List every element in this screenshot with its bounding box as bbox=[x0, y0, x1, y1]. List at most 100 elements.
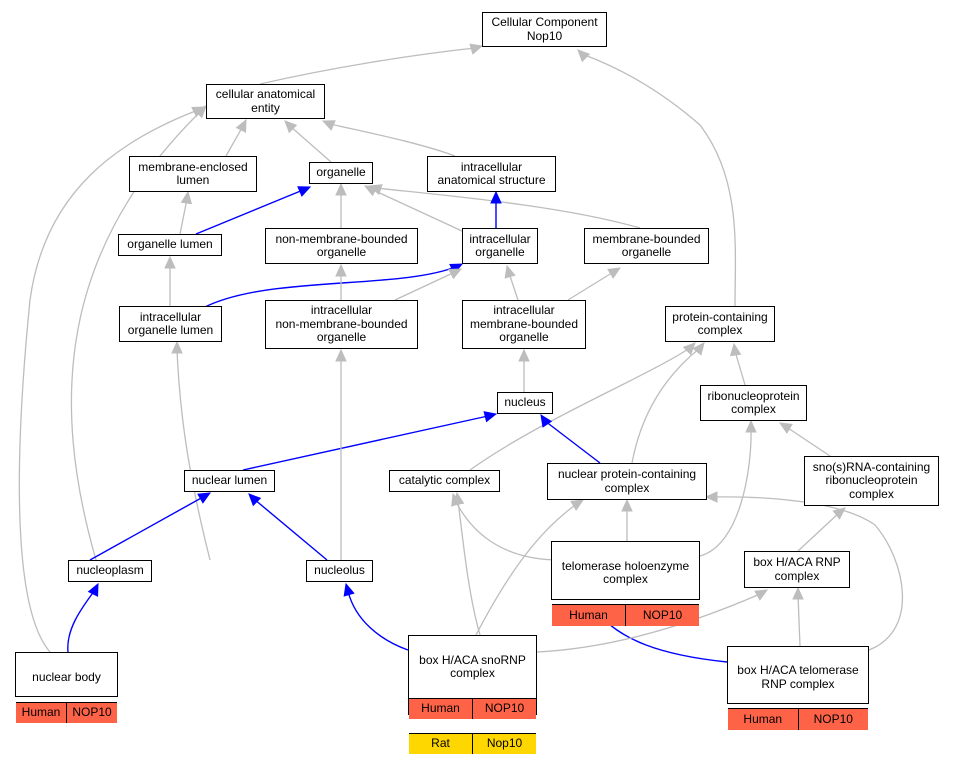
node-nuclear-body[interactable]: nuclear body Human NOP10 bbox=[15, 652, 118, 723]
annotation-row: Human NOP10 bbox=[16, 702, 117, 723]
species-cell: Human bbox=[569, 607, 608, 622]
edge-nl-to-nucleus-arrowhead bbox=[483, 411, 498, 423]
node-non-membrane-bounded-organelle[interactable]: non-membrane-bounded organelle bbox=[265, 228, 418, 264]
term-label: telomerase holoenzyme complex bbox=[552, 555, 699, 591]
edge-pcc-to-cc-arrowhead bbox=[577, 49, 591, 63]
node-snorna-containing-rnp-complex[interactable]: sno(s)RNA-containing ribonucleoprotein c… bbox=[804, 456, 939, 506]
edge-nucleolus-to-nl bbox=[253, 498, 328, 561]
term-label: nuclear body bbox=[16, 666, 117, 689]
annotation-row: Human NOP10 bbox=[409, 698, 536, 719]
edge-the-to-rnp bbox=[699, 427, 752, 557]
edge-snorna-to-rnp-arrowhead bbox=[778, 422, 793, 434]
edge-pcc-to-cc bbox=[581, 53, 737, 307]
edge-npcc-to-nucleus-arrowhead bbox=[540, 413, 553, 428]
edge-ol-to-organelle bbox=[195, 189, 304, 235]
node-intracellular-organelle-lumen[interactable]: intracellular organelle lumen bbox=[119, 306, 222, 342]
term-label: box H/ACA snoRNP complex bbox=[409, 649, 536, 685]
node-box-haca-telomerase-rnp-complex[interactable]: box H/ACA telomerase RNP complex Human N… bbox=[727, 646, 869, 730]
edge-io-to-organelle bbox=[370, 188, 463, 232]
annotation-row: Human NOP10 bbox=[728, 708, 868, 730]
node-telomerase-holoenzyme-complex[interactable]: telomerase holoenzyme complex Human NOP1… bbox=[551, 541, 700, 626]
node-organelle[interactable]: organelle bbox=[309, 162, 373, 184]
edge-cae-to-cc bbox=[259, 47, 476, 85]
edge-snorna-complex-to-boxrnp-arrowhead bbox=[754, 589, 769, 601]
edge-the-to-cat bbox=[454, 499, 561, 561]
edge-btr-to-npcc bbox=[711, 496, 904, 651]
edge-iol-to-io bbox=[204, 265, 459, 308]
edge-organelle-to-cae-arrowhead bbox=[284, 120, 298, 134]
node-intracellular-organelle[interactable]: intracellular organelle bbox=[462, 228, 538, 264]
edge-nucleoplasm-to-nl bbox=[89, 496, 204, 561]
edge-nl-to-iol-arrowhead bbox=[171, 340, 183, 354]
edge-npcc-to-pcc bbox=[631, 347, 701, 464]
edge-btr-to-boxrnp bbox=[797, 594, 801, 647]
node-cellular-anatomical-entity[interactable]: cellular anatomical entity bbox=[206, 84, 325, 119]
edge-nucleus-to-imbo-arrowhead bbox=[518, 348, 530, 362]
edge-mbo-to-organelle-arrowhead bbox=[368, 184, 383, 196]
node-intracellular-non-membrane-bounded-organelle[interactable]: intracellular non-membrane-bounded organ… bbox=[265, 300, 418, 349]
edge-mbo-to-organelle bbox=[375, 187, 641, 229]
edge-inmbo-to-nmbo-arrowhead bbox=[335, 263, 347, 277]
edge-snorna-complex-to-cat bbox=[457, 499, 481, 636]
node-intracellular-membrane-bounded-organelle[interactable]: intracellular membrane-bounded organelle bbox=[462, 300, 586, 349]
edge-ias-to-cae bbox=[329, 123, 456, 157]
node-box-haca-snorna-complex[interactable]: box H/ACA snoRNP complex Human NOP10 Rat… bbox=[408, 635, 537, 754]
edge-btr-to-boxrnp-arrowhead bbox=[792, 586, 804, 600]
species-cell: Human bbox=[21, 705, 61, 720]
gene-cell: Nop10 bbox=[472, 733, 536, 754]
edge-snorna-complex-to-boxrnp bbox=[536, 593, 761, 653]
edge-ol-to-mel bbox=[179, 198, 188, 235]
edge-nb-to-nucleoplasm-arrowhead bbox=[87, 582, 99, 597]
edge-rnp-to-pcc-arrowhead bbox=[729, 342, 742, 357]
gene-cell: NOP10 bbox=[797, 709, 869, 730]
edge-snorna-to-rnp bbox=[784, 425, 831, 457]
node-cellular-component[interactable]: Cellular Component Nop10 bbox=[482, 12, 607, 47]
node-box-haca-rnp-complex[interactable]: box H/ACA RNP complex bbox=[744, 551, 850, 588]
gene-cell: NOP10 bbox=[472, 699, 536, 719]
node-nuclear-lumen[interactable]: nuclear lumen bbox=[184, 470, 275, 492]
edge-nb-to-nucleoplasm bbox=[67, 589, 96, 653]
node-protein-containing-complex[interactable]: protein-containing complex bbox=[665, 306, 775, 342]
edge-inmbo-to-io bbox=[394, 271, 456, 301]
edge-mel-to-cae-arrowhead bbox=[235, 118, 247, 133]
species-cell: Rat bbox=[431, 735, 450, 750]
node-ribonucleoprotein-complex[interactable]: ribonucleoprotein complex bbox=[700, 385, 807, 421]
edge-cae-to-cc-arrowhead bbox=[469, 43, 484, 55]
node-nucleolus[interactable]: nucleolus bbox=[306, 560, 373, 582]
edge-mel-to-cae bbox=[225, 125, 244, 157]
edge-npcc-to-nucleus bbox=[544, 420, 601, 464]
node-nucleoplasm[interactable]: nucleoplasm bbox=[68, 560, 152, 582]
edge-ol-to-mel-arrowhead bbox=[180, 190, 193, 205]
edge-cat-to-pcc bbox=[469, 347, 691, 471]
edge-npcc-to-pcc-arrowhead bbox=[692, 342, 705, 356]
edge-inmbo-to-io-arrowhead bbox=[448, 268, 463, 280]
edge-nl-to-iol bbox=[176, 349, 211, 561]
edge-nl-to-nucleus bbox=[242, 415, 489, 471]
node-membrane-enclosed-lumen[interactable]: membrane-enclosed lumen bbox=[129, 156, 257, 192]
edge-rnp-to-pcc bbox=[734, 350, 746, 386]
edge-snorna-complex-to-npcc-arrowhead bbox=[570, 499, 585, 511]
edge-nmbo-to-organelle-arrowhead bbox=[335, 182, 347, 196]
edge-snorna-complex-to-nucleolus-arrowhead bbox=[343, 582, 355, 597]
annotation-row: Rat Nop10 bbox=[409, 732, 536, 754]
edge-snorna-complex-to-npcc bbox=[475, 502, 579, 636]
edge-nucleolus-to-inmbo-arrowhead bbox=[335, 348, 347, 362]
edge-boxrnp-to-snorna bbox=[797, 511, 841, 552]
edge-nb-to-cae bbox=[18, 109, 199, 653]
edge-io-to-ias-arrowhead bbox=[490, 190, 502, 204]
node-membrane-bounded-organelle[interactable]: membrane-bounded organelle bbox=[584, 228, 709, 264]
gene-cell: NOP10 bbox=[66, 703, 117, 723]
edge-btr-to-npcc-arrowhead bbox=[704, 491, 718, 503]
node-nuclear-protein-containing-complex[interactable]: nuclear protein-containing complex bbox=[547, 463, 707, 500]
edge-nb-to-cae-arrowhead bbox=[191, 106, 206, 118]
edge-snorna-complex-to-nucleolus bbox=[347, 590, 409, 651]
edge-imbo-to-mbo-arrowhead bbox=[607, 267, 622, 279]
edge-nucleolus-to-nl-arrowhead bbox=[248, 493, 262, 507]
node-catalytic-complex[interactable]: catalytic complex bbox=[389, 470, 500, 492]
gene-cell: NOP10 bbox=[625, 605, 699, 626]
node-intracellular-anatomical-structure[interactable]: intracellular anatomical structure bbox=[427, 156, 556, 192]
graph-edges bbox=[18, 43, 904, 663]
node-organelle-lumen[interactable]: organelle lumen bbox=[118, 234, 222, 256]
node-nucleus[interactable]: nucleus bbox=[497, 392, 553, 414]
term-label: box H/ACA telomerase RNP complex bbox=[728, 660, 868, 695]
